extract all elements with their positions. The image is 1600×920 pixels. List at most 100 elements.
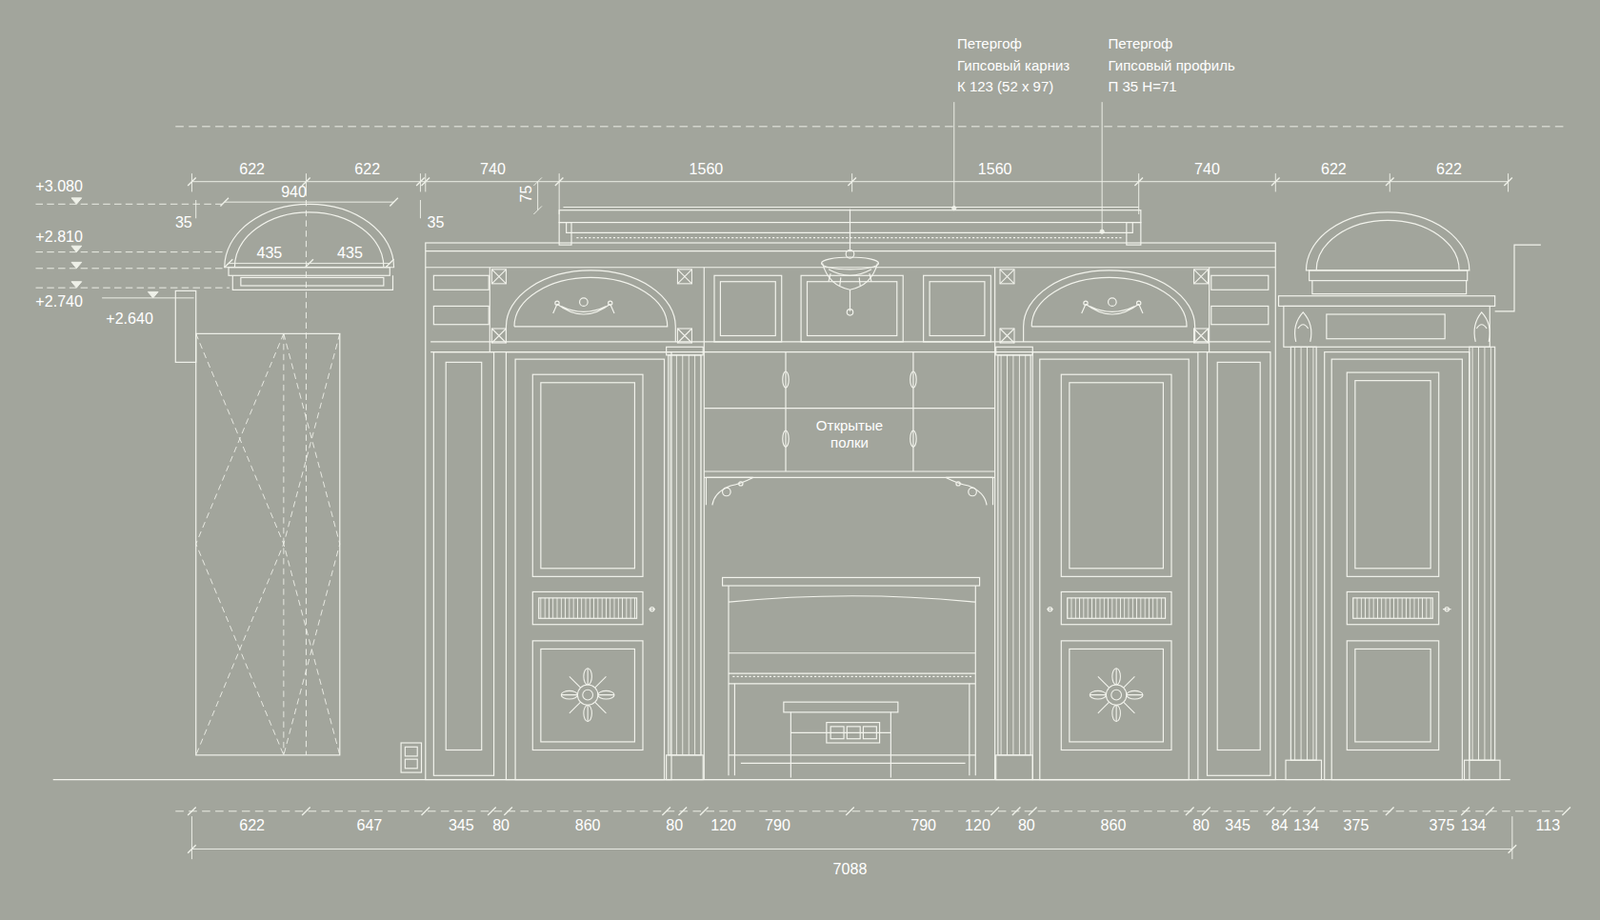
dimension: 375: [1343, 816, 1370, 834]
wall-unit: [425, 207, 1277, 780]
dimension: 740: [1194, 160, 1220, 178]
wall-unit: [1217, 361, 1260, 750]
right-portal: [1326, 314, 1445, 340]
right-portal: [1279, 212, 1541, 780]
wall-unit: [505, 270, 676, 342]
door-center-right: [1060, 374, 1172, 577]
wall-unit: [846, 309, 853, 316]
level-marks: [36, 198, 231, 299]
wall-unit: [1194, 328, 1209, 343]
dimension: 622: [1320, 160, 1347, 178]
door-left: [532, 640, 643, 751]
dimension-lines: [191, 173, 1508, 215]
material-callout: Петергоф Гипсовый карниз К 123 (52 х 97): [957, 33, 1076, 99]
dimension-lines: [187, 844, 1517, 854]
wall-unit: [790, 712, 891, 779]
left-opening: [240, 277, 384, 286]
wall-unit: [1126, 222, 1141, 246]
dimension-lines: [196, 200, 421, 219]
left-opening: [400, 742, 421, 773]
wall-unit: [821, 257, 880, 270]
wall-unit: [722, 487, 732, 497]
dimension: 940: [280, 182, 307, 200]
left-opening: [404, 759, 418, 769]
wall-unit: [714, 275, 782, 342]
dimension: 35: [427, 213, 445, 231]
door-center-right: [1047, 607, 1052, 612]
door-center-right: [1032, 352, 1199, 780]
right-portal: [1346, 640, 1439, 751]
right-portal: [1346, 591, 1439, 624]
level-mark: +2.740: [35, 292, 83, 310]
door-left: [560, 668, 615, 722]
wall-unit: [1000, 328, 1015, 343]
wall-unit: [783, 701, 899, 713]
dimension: 134: [1460, 816, 1487, 834]
wall-unit: [862, 726, 877, 740]
wall-unit: [1211, 275, 1269, 290]
dimension-lines: [175, 810, 1566, 812]
right-portal: [1305, 212, 1469, 271]
wall-unit: [945, 477, 993, 505]
dimension: 1560: [689, 160, 724, 178]
dimension: 1560: [978, 160, 1013, 178]
door-center-right: [1089, 668, 1143, 722]
wall-unit: [996, 346, 1034, 356]
shelf-label: Открытые полки: [808, 417, 891, 452]
door-left: [532, 591, 643, 624]
wall-unit: [996, 755, 1034, 780]
door-left: [505, 352, 672, 780]
wall-unit: [846, 726, 860, 740]
dimension-lines: [187, 177, 1513, 186]
level-mark: +2.810: [35, 227, 83, 245]
left-opening: [232, 275, 393, 290]
right-portal: [1355, 380, 1431, 569]
door-left: [515, 359, 664, 780]
dimension: 113: [1536, 816, 1561, 834]
right-portal: [1353, 598, 1434, 619]
material-callout: Петергоф Гипсовый профиль П 35 Н=71: [1108, 33, 1240, 99]
wall-unit: [489, 267, 1209, 780]
dimension: 345: [1224, 816, 1251, 834]
dimension: 790: [910, 816, 937, 834]
wall-unit: [677, 328, 692, 343]
dimension: 35: [175, 213, 193, 231]
door-center-right: [1032, 352, 1199, 780]
wall-unit: [929, 281, 985, 337]
wall-unit: [732, 676, 972, 678]
wall-unit: [559, 222, 572, 246]
wall-unit: [722, 577, 980, 586]
door-center-right: [1060, 640, 1172, 751]
right-portal: [1279, 296, 1496, 307]
right-portal: [1316, 220, 1460, 271]
wall-unit: [705, 477, 753, 505]
right-portal: [1309, 270, 1468, 281]
right-portal: [1346, 372, 1439, 577]
dimension: 375: [1429, 816, 1456, 834]
wall-unit: [826, 722, 880, 743]
wall-unit: [785, 352, 914, 472]
dimension: 622: [1436, 160, 1462, 178]
wall-unit: [998, 355, 1031, 756]
dimension: 435: [256, 243, 282, 261]
wall-unit: [1023, 270, 1196, 342]
dimension: 790: [764, 816, 791, 834]
door-center-right: [1040, 359, 1189, 780]
right-portal: [1495, 244, 1541, 312]
right-portal: [1469, 346, 1496, 760]
wall-unit: [728, 683, 976, 776]
wall-unit: [1081, 298, 1143, 315]
right-portal: [1295, 312, 1312, 342]
wall-unit: [433, 305, 489, 324]
wall-unit: [562, 206, 1139, 208]
left-opening: [404, 746, 418, 757]
dimension: 647: [356, 816, 382, 834]
dimension: 622: [239, 816, 265, 834]
wall-unit: [1211, 305, 1269, 324]
dimension: 80: [1018, 816, 1036, 834]
wall-unit: [822, 262, 879, 311]
wall-unit: [425, 251, 1277, 353]
dimension: 622: [354, 160, 380, 178]
